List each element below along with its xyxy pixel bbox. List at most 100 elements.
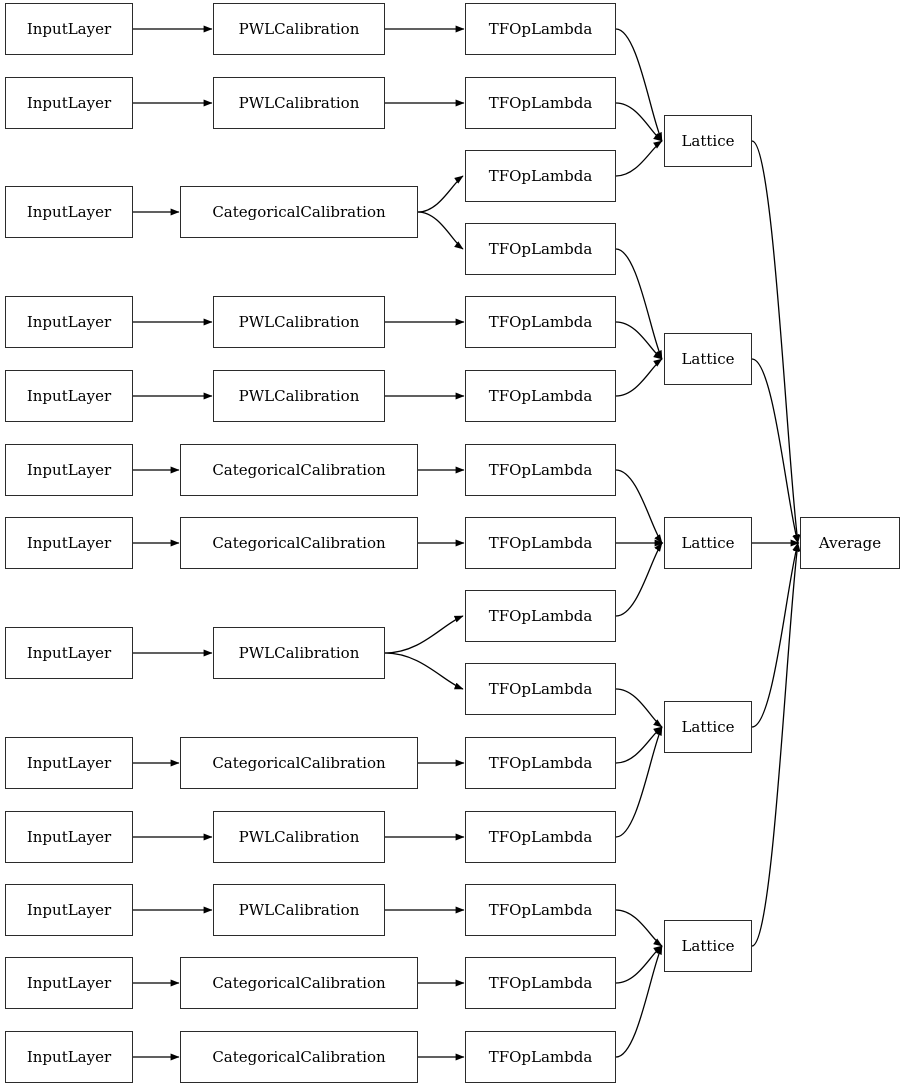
edge-op6-to-lat2	[615, 358, 663, 397]
edge-op7-to-lat3	[615, 469, 663, 544]
node-cal10[interactable]: PWLCalibration	[213, 811, 385, 863]
node-op9[interactable]: TFOpLambda	[465, 590, 616, 642]
node-label: TFOpLambda	[488, 312, 593, 331]
node-label: Lattice	[681, 533, 735, 552]
node-label: InputLayer	[26, 19, 112, 38]
edge-cal8-to-op9	[384, 615, 464, 654]
node-label: CategoricalCalibration	[212, 1047, 386, 1066]
edge-op2-to-lat1	[615, 102, 663, 142]
node-op1[interactable]: TFOpLambda	[465, 3, 616, 55]
node-lat5[interactable]: Lattice	[664, 920, 752, 972]
node-cal11[interactable]: PWLCalibration	[213, 884, 385, 936]
node-label: TFOpLambda	[488, 900, 593, 919]
node-label: InputLayer	[26, 900, 112, 919]
node-label: InputLayer	[26, 643, 112, 662]
node-op14[interactable]: TFOpLambda	[465, 957, 616, 1009]
node-in10[interactable]: InputLayer	[5, 811, 133, 863]
node-op3[interactable]: TFOpLambda	[465, 150, 616, 202]
node-in12[interactable]: InputLayer	[5, 957, 133, 1009]
node-label: CategoricalCalibration	[212, 202, 386, 221]
node-label: TFOpLambda	[488, 606, 593, 625]
node-label: PWLCalibration	[238, 312, 360, 331]
node-lat4[interactable]: Lattice	[664, 701, 752, 753]
node-op10[interactable]: TFOpLambda	[465, 663, 616, 715]
node-in13[interactable]: InputLayer	[5, 1031, 133, 1083]
node-op4[interactable]: TFOpLambda	[465, 223, 616, 275]
node-in2[interactable]: InputLayer	[5, 77, 133, 129]
node-avg[interactable]: Average	[800, 517, 900, 569]
node-op6[interactable]: TFOpLambda	[465, 370, 616, 422]
edge-op1-to-lat1	[615, 28, 663, 142]
node-cal1[interactable]: PWLCalibration	[213, 3, 385, 55]
node-op2[interactable]: TFOpLambda	[465, 77, 616, 129]
node-cal2[interactable]: PWLCalibration	[213, 77, 385, 129]
edge-op12-to-lat4	[615, 726, 663, 838]
node-cal4[interactable]: PWLCalibration	[213, 296, 385, 348]
node-op15[interactable]: TFOpLambda	[465, 1031, 616, 1083]
node-lat1[interactable]: Lattice	[664, 115, 752, 167]
node-label: Lattice	[681, 131, 735, 150]
node-label: InputLayer	[26, 533, 112, 552]
node-label: TFOpLambda	[488, 533, 593, 552]
node-cal12[interactable]: CategoricalCalibration	[180, 957, 418, 1009]
node-label: InputLayer	[26, 202, 112, 221]
node-in9[interactable]: InputLayer	[5, 737, 133, 789]
node-label: PWLCalibration	[238, 900, 360, 919]
node-cal3[interactable]: CategoricalCalibration	[180, 186, 418, 238]
edge-lat2-to-avg	[751, 358, 800, 544]
node-label: TFOpLambda	[488, 93, 593, 112]
node-label: InputLayer	[26, 312, 112, 331]
edge-op10-to-lat4	[615, 688, 663, 728]
node-in3[interactable]: InputLayer	[5, 186, 133, 238]
node-label: TFOpLambda	[488, 386, 593, 405]
node-label: Lattice	[681, 717, 735, 736]
node-op12[interactable]: TFOpLambda	[465, 811, 616, 863]
edge-op5-to-lat2	[615, 321, 663, 360]
edge-op11-to-lat4	[615, 726, 663, 764]
node-label: InputLayer	[26, 460, 112, 479]
edge-cal3-to-op4	[417, 211, 464, 250]
node-label: InputLayer	[26, 753, 112, 772]
node-label: TFOpLambda	[488, 827, 593, 846]
node-in8[interactable]: InputLayer	[5, 627, 133, 679]
edge-op4-to-lat2	[615, 248, 663, 360]
node-lat2[interactable]: Lattice	[664, 333, 752, 385]
node-label: Lattice	[681, 936, 735, 955]
edge-cal8-to-op10	[384, 652, 464, 690]
node-in4[interactable]: InputLayer	[5, 296, 133, 348]
node-in1[interactable]: InputLayer	[5, 3, 133, 55]
node-label: TFOpLambda	[488, 753, 593, 772]
node-label: PWLCalibration	[238, 93, 360, 112]
node-label: CategoricalCalibration	[212, 533, 386, 552]
node-label: InputLayer	[26, 827, 112, 846]
node-lat3[interactable]: Lattice	[664, 517, 752, 569]
node-in7[interactable]: InputLayer	[5, 517, 133, 569]
node-label: InputLayer	[26, 386, 112, 405]
node-cal13[interactable]: CategoricalCalibration	[180, 1031, 418, 1083]
node-in5[interactable]: InputLayer	[5, 370, 133, 422]
edge-op13-to-lat5	[615, 909, 663, 947]
node-label: TFOpLambda	[488, 239, 593, 258]
node-op11[interactable]: TFOpLambda	[465, 737, 616, 789]
node-op13[interactable]: TFOpLambda	[465, 884, 616, 936]
node-label: TFOpLambda	[488, 973, 593, 992]
node-label: TFOpLambda	[488, 679, 593, 698]
node-in6[interactable]: InputLayer	[5, 444, 133, 496]
edge-lat4-to-avg	[751, 542, 800, 728]
node-cal6[interactable]: CategoricalCalibration	[180, 444, 418, 496]
edges	[133, 25, 801, 1061]
node-cal5[interactable]: PWLCalibration	[213, 370, 385, 422]
node-cal9[interactable]: CategoricalCalibration	[180, 737, 418, 789]
node-op5[interactable]: TFOpLambda	[465, 296, 616, 348]
node-cal8[interactable]: PWLCalibration	[213, 627, 385, 679]
node-label: CategoricalCalibration	[212, 753, 386, 772]
node-cal7[interactable]: CategoricalCalibration	[180, 517, 418, 569]
node-op7[interactable]: TFOpLambda	[465, 444, 616, 496]
node-op8[interactable]: TFOpLambda	[465, 517, 616, 569]
edge-cal3-to-op3	[417, 175, 464, 213]
edge-lat1-to-avg	[751, 140, 801, 544]
edge-op3-to-lat1	[615, 140, 663, 177]
node-in11[interactable]: InputLayer	[5, 884, 133, 936]
